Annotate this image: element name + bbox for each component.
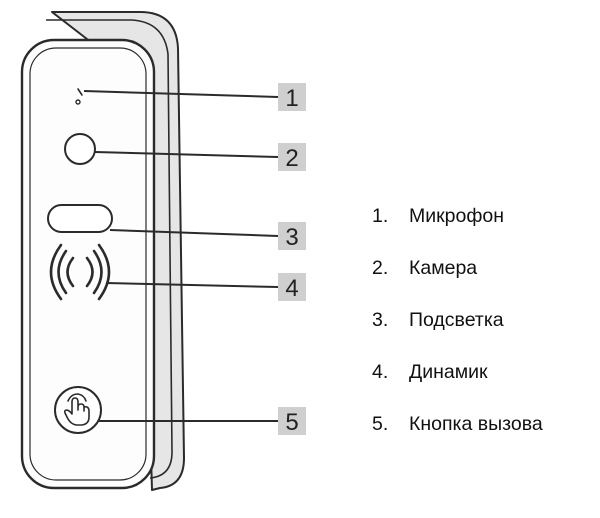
legend-item-microphone: 1. Микрофон bbox=[372, 199, 543, 251]
callout-line-4 bbox=[105, 282, 279, 288]
svg-text:1: 1 bbox=[285, 85, 298, 112]
svg-text:5: 5 bbox=[285, 409, 298, 436]
legend-number: 2. bbox=[372, 257, 389, 279]
legend-number: 5. bbox=[372, 413, 389, 435]
speaker-waves-icon bbox=[49, 243, 111, 301]
svg-text:4: 4 bbox=[285, 275, 298, 302]
legend-number: 1. bbox=[372, 205, 389, 227]
legend-label: Кнопка вызова bbox=[409, 413, 543, 435]
legend-label: Камера bbox=[409, 257, 478, 279]
backlight-strip bbox=[47, 204, 113, 233]
legend-item-speaker: 4. Динамик bbox=[372, 355, 543, 407]
callout-5: 5 bbox=[278, 407, 306, 436]
legend-item-camera: 2. Камера bbox=[372, 251, 543, 303]
panel-bevel bbox=[46, 19, 173, 479]
callout-2: 2 bbox=[278, 143, 306, 172]
callout-4: 4 bbox=[278, 273, 306, 302]
callout-line-3 bbox=[109, 229, 279, 237]
legend-item-call-button: 5. Кнопка вызова bbox=[372, 407, 543, 459]
panel-front-inner-edge bbox=[29, 47, 147, 481]
callout-line-1 bbox=[83, 90, 279, 98]
legend-item-backlight: 3. Подсветка bbox=[372, 303, 543, 355]
microphone-icon bbox=[75, 88, 83, 105]
legend-list: 1. Микрофон 2. Камера 3. Подсветка 4. Динами… bbox=[372, 199, 543, 459]
hand-touch-icon bbox=[63, 393, 90, 426]
callout-line-2 bbox=[94, 151, 279, 158]
camera-lens-icon bbox=[64, 133, 96, 165]
callout-leaders bbox=[83, 90, 279, 422]
svg-text:3: 3 bbox=[285, 224, 298, 251]
legend-number: 4. bbox=[372, 361, 389, 383]
callout-1: 1 bbox=[278, 83, 306, 112]
legend-label: Подсветка bbox=[409, 309, 504, 331]
svg-text:2: 2 bbox=[285, 145, 298, 172]
legend-label: Динамик bbox=[409, 361, 488, 383]
callout-3: 3 bbox=[278, 222, 306, 251]
call-button bbox=[54, 386, 102, 434]
legend-label: Микрофон bbox=[409, 205, 505, 227]
legend-number: 3. bbox=[372, 309, 389, 331]
